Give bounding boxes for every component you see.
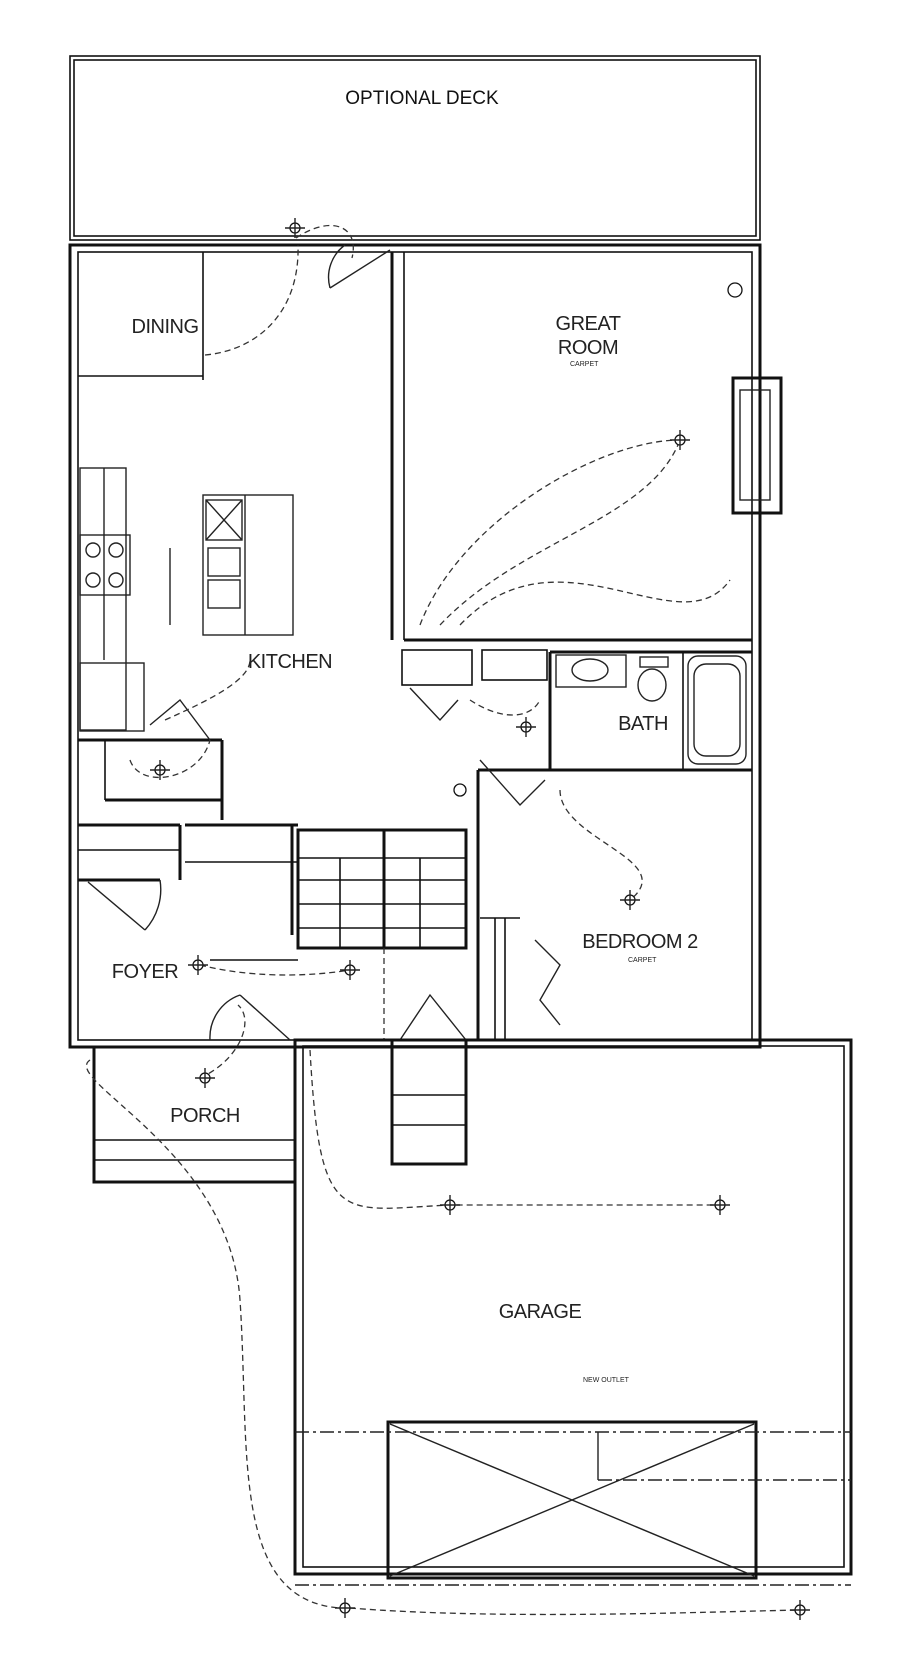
kitchen-fixtures — [79, 467, 294, 732]
electrical-circuits — [85, 224, 801, 1616]
garage-outlet-note: NEW OUTLET — [583, 1377, 630, 1384]
optional-deck: OPTIONAL DECK — [69, 55, 761, 241]
light-fixture-icon — [285, 218, 305, 238]
porch — [92, 1045, 297, 1184]
room-labels: DINING GREAT ROOM CARPET KITCHEN FOYER P… — [112, 313, 699, 1384]
kitchen-label: KITCHEN — [248, 651, 332, 673]
light-fixture-icon — [516, 717, 536, 737]
light-fixtures — [150, 218, 810, 1620]
range-icon — [79, 534, 131, 596]
sink-icon — [207, 547, 241, 577]
bedroom2-finish: CARPET — [628, 957, 657, 964]
bathtub-icon — [687, 655, 747, 765]
light-fixture-icon — [670, 430, 690, 450]
light-fixture-icon — [195, 1068, 215, 1088]
toilet-icon — [637, 668, 667, 702]
garage-label: GARAGE — [499, 1301, 582, 1323]
great-room-finish: CARPET — [570, 361, 599, 368]
light-fixture-icon — [790, 1600, 810, 1620]
porch-label: PORCH — [170, 1105, 240, 1127]
great-room-label-line2: ROOM — [558, 337, 618, 359]
garage — [293, 1038, 853, 1586]
great-room-label-line1: GREAT — [556, 313, 621, 335]
light-fixture-icon — [188, 955, 208, 975]
doors — [87, 244, 561, 1041]
light-fixture-icon — [440, 1195, 460, 1215]
house-exterior-walls — [68, 243, 783, 1049]
light-fixture-icon — [335, 1598, 355, 1618]
light-fixture-icon — [150, 760, 170, 780]
bedroom2-label: BEDROOM 2 — [582, 931, 698, 953]
deck-label: OPTIONAL DECK — [345, 88, 499, 109]
interior-walls — [78, 252, 752, 1040]
light-fixture-icon — [710, 1195, 730, 1215]
light-fixture-icon — [340, 960, 360, 980]
bath-fixtures — [555, 654, 747, 765]
foyer-label: FOYER — [112, 961, 178, 983]
dining-label: DINING — [132, 316, 199, 338]
bath-label: BATH — [618, 713, 668, 735]
light-fixture-icon — [620, 890, 640, 910]
